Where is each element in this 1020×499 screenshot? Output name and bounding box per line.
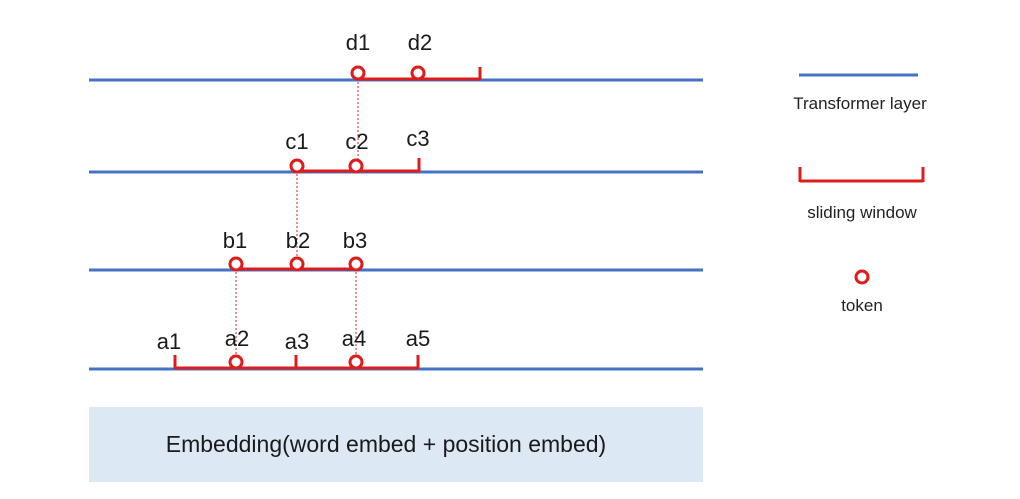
- label-c3: c3: [406, 126, 429, 151]
- label-a4: a4: [342, 326, 366, 351]
- token-c1: [289, 158, 305, 174]
- legend-sliding-window-label: sliding window: [807, 203, 917, 222]
- token-d1: [350, 65, 366, 81]
- token-c2: [348, 158, 364, 174]
- layer-lines: [89, 78, 703, 371]
- label-c1: c1: [285, 129, 308, 154]
- bracket-icon: [798, 167, 925, 183]
- ring-icon: [854, 269, 870, 285]
- label-a5: a5: [406, 326, 430, 351]
- token-d2: [410, 65, 426, 81]
- label-c2: c2: [345, 129, 368, 154]
- token-b2: [289, 256, 305, 272]
- sliding-window-a: [173, 355, 420, 370]
- embedding-label: Embedding(word embed + position embed): [166, 431, 606, 457]
- legend-transformer-layer-label: Transformer layer: [793, 94, 927, 113]
- label-a3: a3: [285, 329, 309, 354]
- token-a2: [228, 354, 244, 370]
- token-b3: [348, 256, 364, 272]
- tokens: [228, 65, 426, 370]
- label-b3: b3: [343, 228, 367, 253]
- token-b1: [228, 256, 244, 272]
- label-b1: b1: [223, 228, 247, 253]
- sliding-windows: [173, 67, 482, 370]
- label-d2: d2: [408, 30, 432, 55]
- label-b2: b2: [286, 228, 310, 253]
- embedding-box: [89, 407, 703, 482]
- token-labels: d1 d2 c1 c2 c3 b1 b2 b3 a1 a2 a3 a4 a5: [157, 30, 432, 354]
- embedding-block: Embedding(word embed + position embed): [89, 407, 703, 482]
- label-a1: a1: [157, 329, 181, 354]
- dependency-connectors: [235, 78, 359, 362]
- token-a4: [348, 354, 364, 370]
- label-d1: d1: [346, 30, 370, 55]
- legend-token-label: token: [841, 296, 883, 315]
- label-a2: a2: [225, 326, 249, 351]
- legend: Transformer layer sliding window token: [793, 73, 927, 315]
